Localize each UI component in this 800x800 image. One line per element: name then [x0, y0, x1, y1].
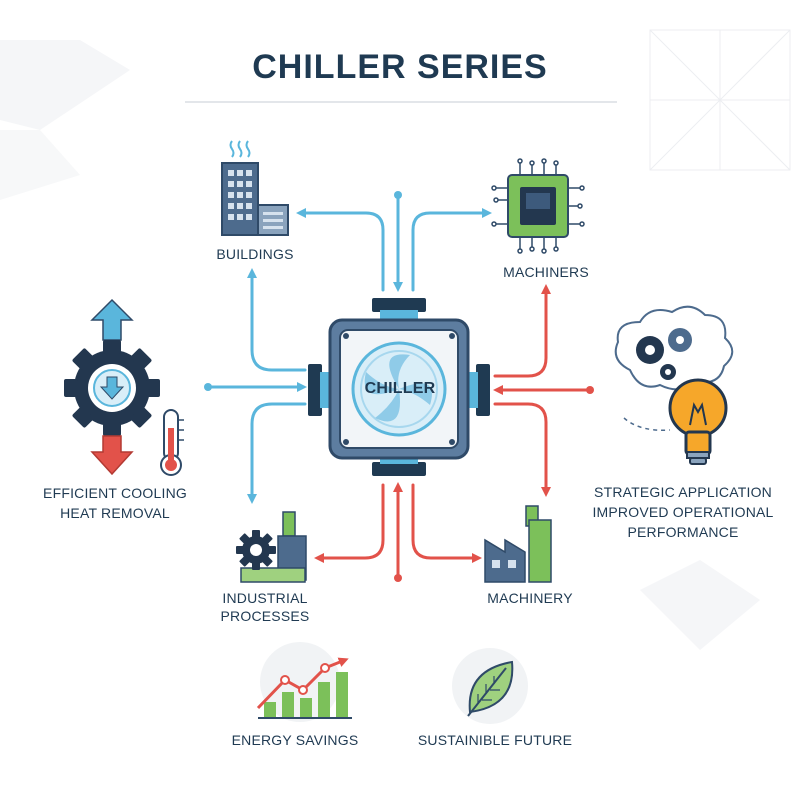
- factory-icon: [484, 505, 552, 583]
- chiller-fan-icon: [351, 341, 447, 437]
- strategic-label-line2: IMPROVED OPERATIONAL: [592, 504, 774, 520]
- buildings-label: BUILDINGS: [216, 246, 294, 262]
- strategic-label-line3: PERFORMANCE: [627, 524, 739, 540]
- gear-cooling-icon: [64, 298, 160, 476]
- page-title: CHILLER SERIES: [252, 48, 548, 86]
- thermometer-icon: [160, 409, 184, 476]
- energy-savings-label: ENERGY SAVINGS: [231, 732, 359, 748]
- cooling-label-line1: EFFICIENT COOLING: [43, 485, 187, 501]
- machinery-label: MACHINERY: [487, 590, 573, 606]
- chiller-center-label: CHILLER: [364, 380, 436, 397]
- red-connectors: [314, 284, 594, 582]
- building-icon: [221, 140, 289, 236]
- brain-gears-icon: [614, 305, 734, 431]
- blue-connectors: [204, 191, 492, 504]
- machiners-label: MACHINERS: [503, 264, 589, 280]
- leaf-icon: [452, 648, 528, 724]
- cooling-label-line2: HEAT REMOVAL: [60, 505, 170, 521]
- factory-gear-icon: [236, 511, 307, 583]
- strategic-label-line1: STRATEGIC APPLICATION: [594, 484, 772, 500]
- growth-chart-icon: [256, 642, 352, 722]
- title-divider: [185, 101, 617, 103]
- industrial-label-line2: PROCESSES: [220, 608, 310, 624]
- chiller-unit: [308, 298, 490, 476]
- sustainable-future-label: SUSTAINIBLE FUTURE: [417, 732, 573, 748]
- industrial-label-line1: INDUSTRIAL: [222, 590, 308, 606]
- lightbulb-icon: [668, 378, 728, 465]
- circuit-chip-icon: [491, 158, 585, 254]
